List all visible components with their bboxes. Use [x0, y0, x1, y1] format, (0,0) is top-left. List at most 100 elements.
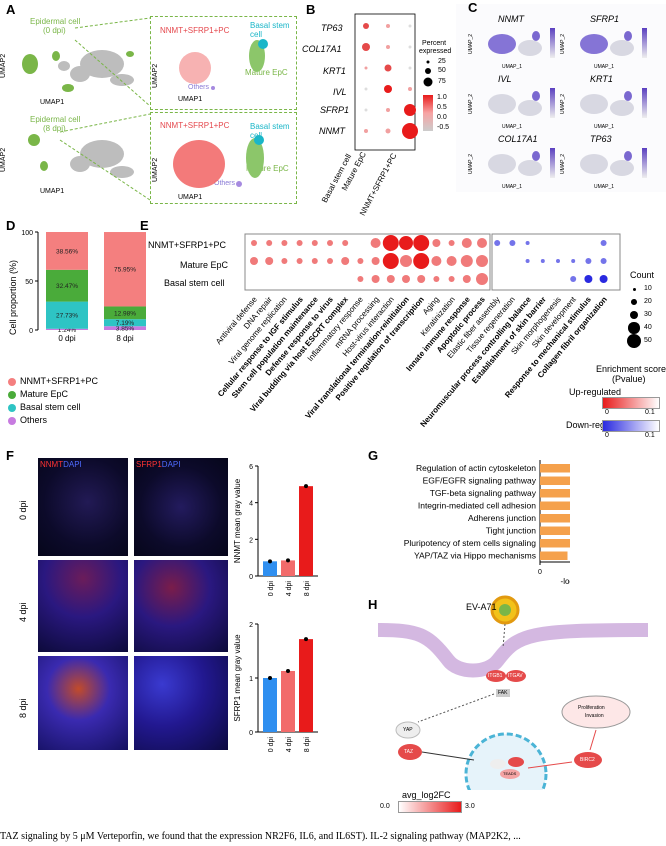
if-img-0-nnmt — [38, 458, 128, 556]
e-dot-down — [540, 259, 545, 263]
pathway-diagram-h — [378, 595, 648, 790]
feature-plot-x-label: UMAP_1 — [502, 64, 523, 70]
d-legend-label: Basal stem cell — [20, 402, 81, 412]
panel-label-d: D — [6, 218, 16, 233]
e-down-frame — [491, 233, 621, 291]
enrich-title: Enrichment score — [596, 364, 666, 374]
h-yap: YAP — [403, 727, 413, 733]
cluster-others-8dpi: Others — [214, 180, 236, 187]
d-segment-label: 1.24% — [58, 327, 77, 334]
e-row-nnmt: NNMT+SFRP1+PC — [148, 240, 227, 250]
if-img-8-sfrp1 — [134, 656, 228, 750]
e-dot-up — [446, 256, 457, 266]
epidermal-0dpi-label-1: Epidermal cell — [30, 17, 81, 26]
feature-plot-x-label: UMAP_1 — [502, 184, 523, 190]
bar-chart-g: Regulation of actin cytoskeletonEGF/EGFR… — [404, 460, 570, 586]
down-max: 0.1 — [645, 432, 655, 439]
count-legend-dot — [631, 299, 637, 305]
dotplot-b-dot — [408, 66, 412, 70]
g-category-label: Pluripotency of stem cells signaling — [404, 538, 537, 548]
d-segment-label: 3.85% — [116, 326, 135, 333]
e-dot-up — [448, 240, 455, 246]
g-category-label: Integrin-mediated cell adhesion — [418, 501, 536, 511]
e-dot-up — [327, 258, 333, 264]
cluster-mature-8dpi: Mature EpC — [246, 164, 289, 173]
dotplot-b-dot — [364, 108, 368, 112]
umap-8dpi-zoom-x: UMAP1 — [178, 194, 203, 201]
e-dot-down — [570, 276, 577, 282]
d-segment-label: 12.98% — [114, 310, 136, 317]
feature-plot-colorbar — [642, 88, 647, 118]
f-sfrp1-text: SFRP1 — [136, 460, 162, 469]
e-dot-up — [341, 257, 350, 265]
f-tick-label: 6 — [249, 464, 253, 471]
feature-plot-title: TP63 — [590, 134, 612, 144]
feature-plot-title: COL17A1 — [498, 134, 538, 144]
g-bar — [540, 501, 570, 510]
dotplot-b-dots — [362, 23, 418, 139]
e-dot-up — [371, 257, 380, 265]
count-legend-dot — [629, 310, 639, 320]
f-tick-label: 2 — [249, 622, 253, 629]
f-dapi-text-2: DAPI — [161, 460, 181, 469]
count-legend-label: 20 — [644, 298, 652, 305]
d-legend-label: Others — [20, 415, 48, 425]
pct-50: 50 — [438, 67, 446, 74]
d-legend-dot — [8, 391, 16, 399]
expr-05: 0.5 — [437, 104, 447, 111]
feature-plot-cells — [580, 154, 608, 174]
dotplot-b-dot — [362, 43, 370, 51]
d-legend-dot — [8, 404, 16, 412]
d-bar-segment — [104, 319, 146, 327]
f-tick-label: 4 — [249, 501, 253, 508]
g-category-label: Regulation of actin cytoskeleton — [416, 463, 536, 473]
h-legend-title: avg_log2FC — [402, 790, 451, 800]
f-col1-title: NNMTDAPI — [40, 460, 82, 469]
d-segment-label: 32.47% — [56, 283, 78, 290]
umap-0dpi-zoom-clusters — [179, 39, 268, 90]
feature-plot-cells — [488, 94, 516, 114]
e-dot-down — [600, 258, 607, 264]
f-point — [304, 637, 308, 642]
e-dot-up — [432, 239, 441, 247]
feature-plot-cells — [624, 31, 632, 41]
feature-plot-cells — [610, 100, 634, 116]
count-legend-dot — [632, 287, 636, 291]
feature-plot — [488, 148, 555, 178]
gene-label-tp63: TP63 — [321, 23, 343, 33]
g-bar — [540, 551, 568, 560]
f-category-label: 8 dpi — [304, 737, 311, 753]
zoom-0dpi-lines — [74, 17, 151, 107]
feature-plot-x-label: UMAP_1 — [594, 64, 615, 70]
g-category-label: Adherens junction — [468, 513, 536, 523]
umap-0dpi-zoom-x: UMAP1 — [178, 96, 203, 103]
e-dot-up — [265, 257, 274, 265]
feature-plot-cells — [532, 91, 540, 101]
e-row-mature: Mature EpC — [180, 260, 229, 270]
cluster-others-0dpi: Others — [188, 84, 210, 91]
cluster-basal-0dpi: Basal stem cell — [250, 21, 290, 39]
e-dot-up — [448, 276, 455, 282]
virus-icon — [490, 595, 520, 625]
d-tick-label: 0 — [29, 328, 33, 335]
d-legend-dot — [8, 417, 16, 425]
e-dot-up — [296, 240, 303, 246]
count-title: Count — [630, 270, 655, 280]
gene-label-col17a1: COL17A1 — [302, 44, 342, 54]
e-dot-up — [417, 275, 426, 283]
e-dot-up — [477, 238, 487, 248]
e-dot-up — [476, 255, 488, 267]
f-ylabel: NNMT mean gray value — [233, 478, 242, 563]
e-dot-up — [462, 275, 471, 283]
d-ylabel: Cell proportion (%) — [8, 259, 18, 335]
f-bar — [281, 560, 295, 576]
epidermal-0dpi-label-2: (0 dpi) — [43, 26, 66, 35]
feature-plot-cells — [532, 31, 540, 41]
feature-plot — [488, 88, 555, 118]
e-dot-up — [402, 275, 410, 283]
f-point — [268, 559, 272, 564]
count-legend-label: 50 — [644, 337, 652, 344]
e-dot-up — [431, 256, 442, 266]
cluster-mature-0dpi: Mature EpC — [245, 68, 288, 77]
g-bar — [540, 476, 570, 485]
